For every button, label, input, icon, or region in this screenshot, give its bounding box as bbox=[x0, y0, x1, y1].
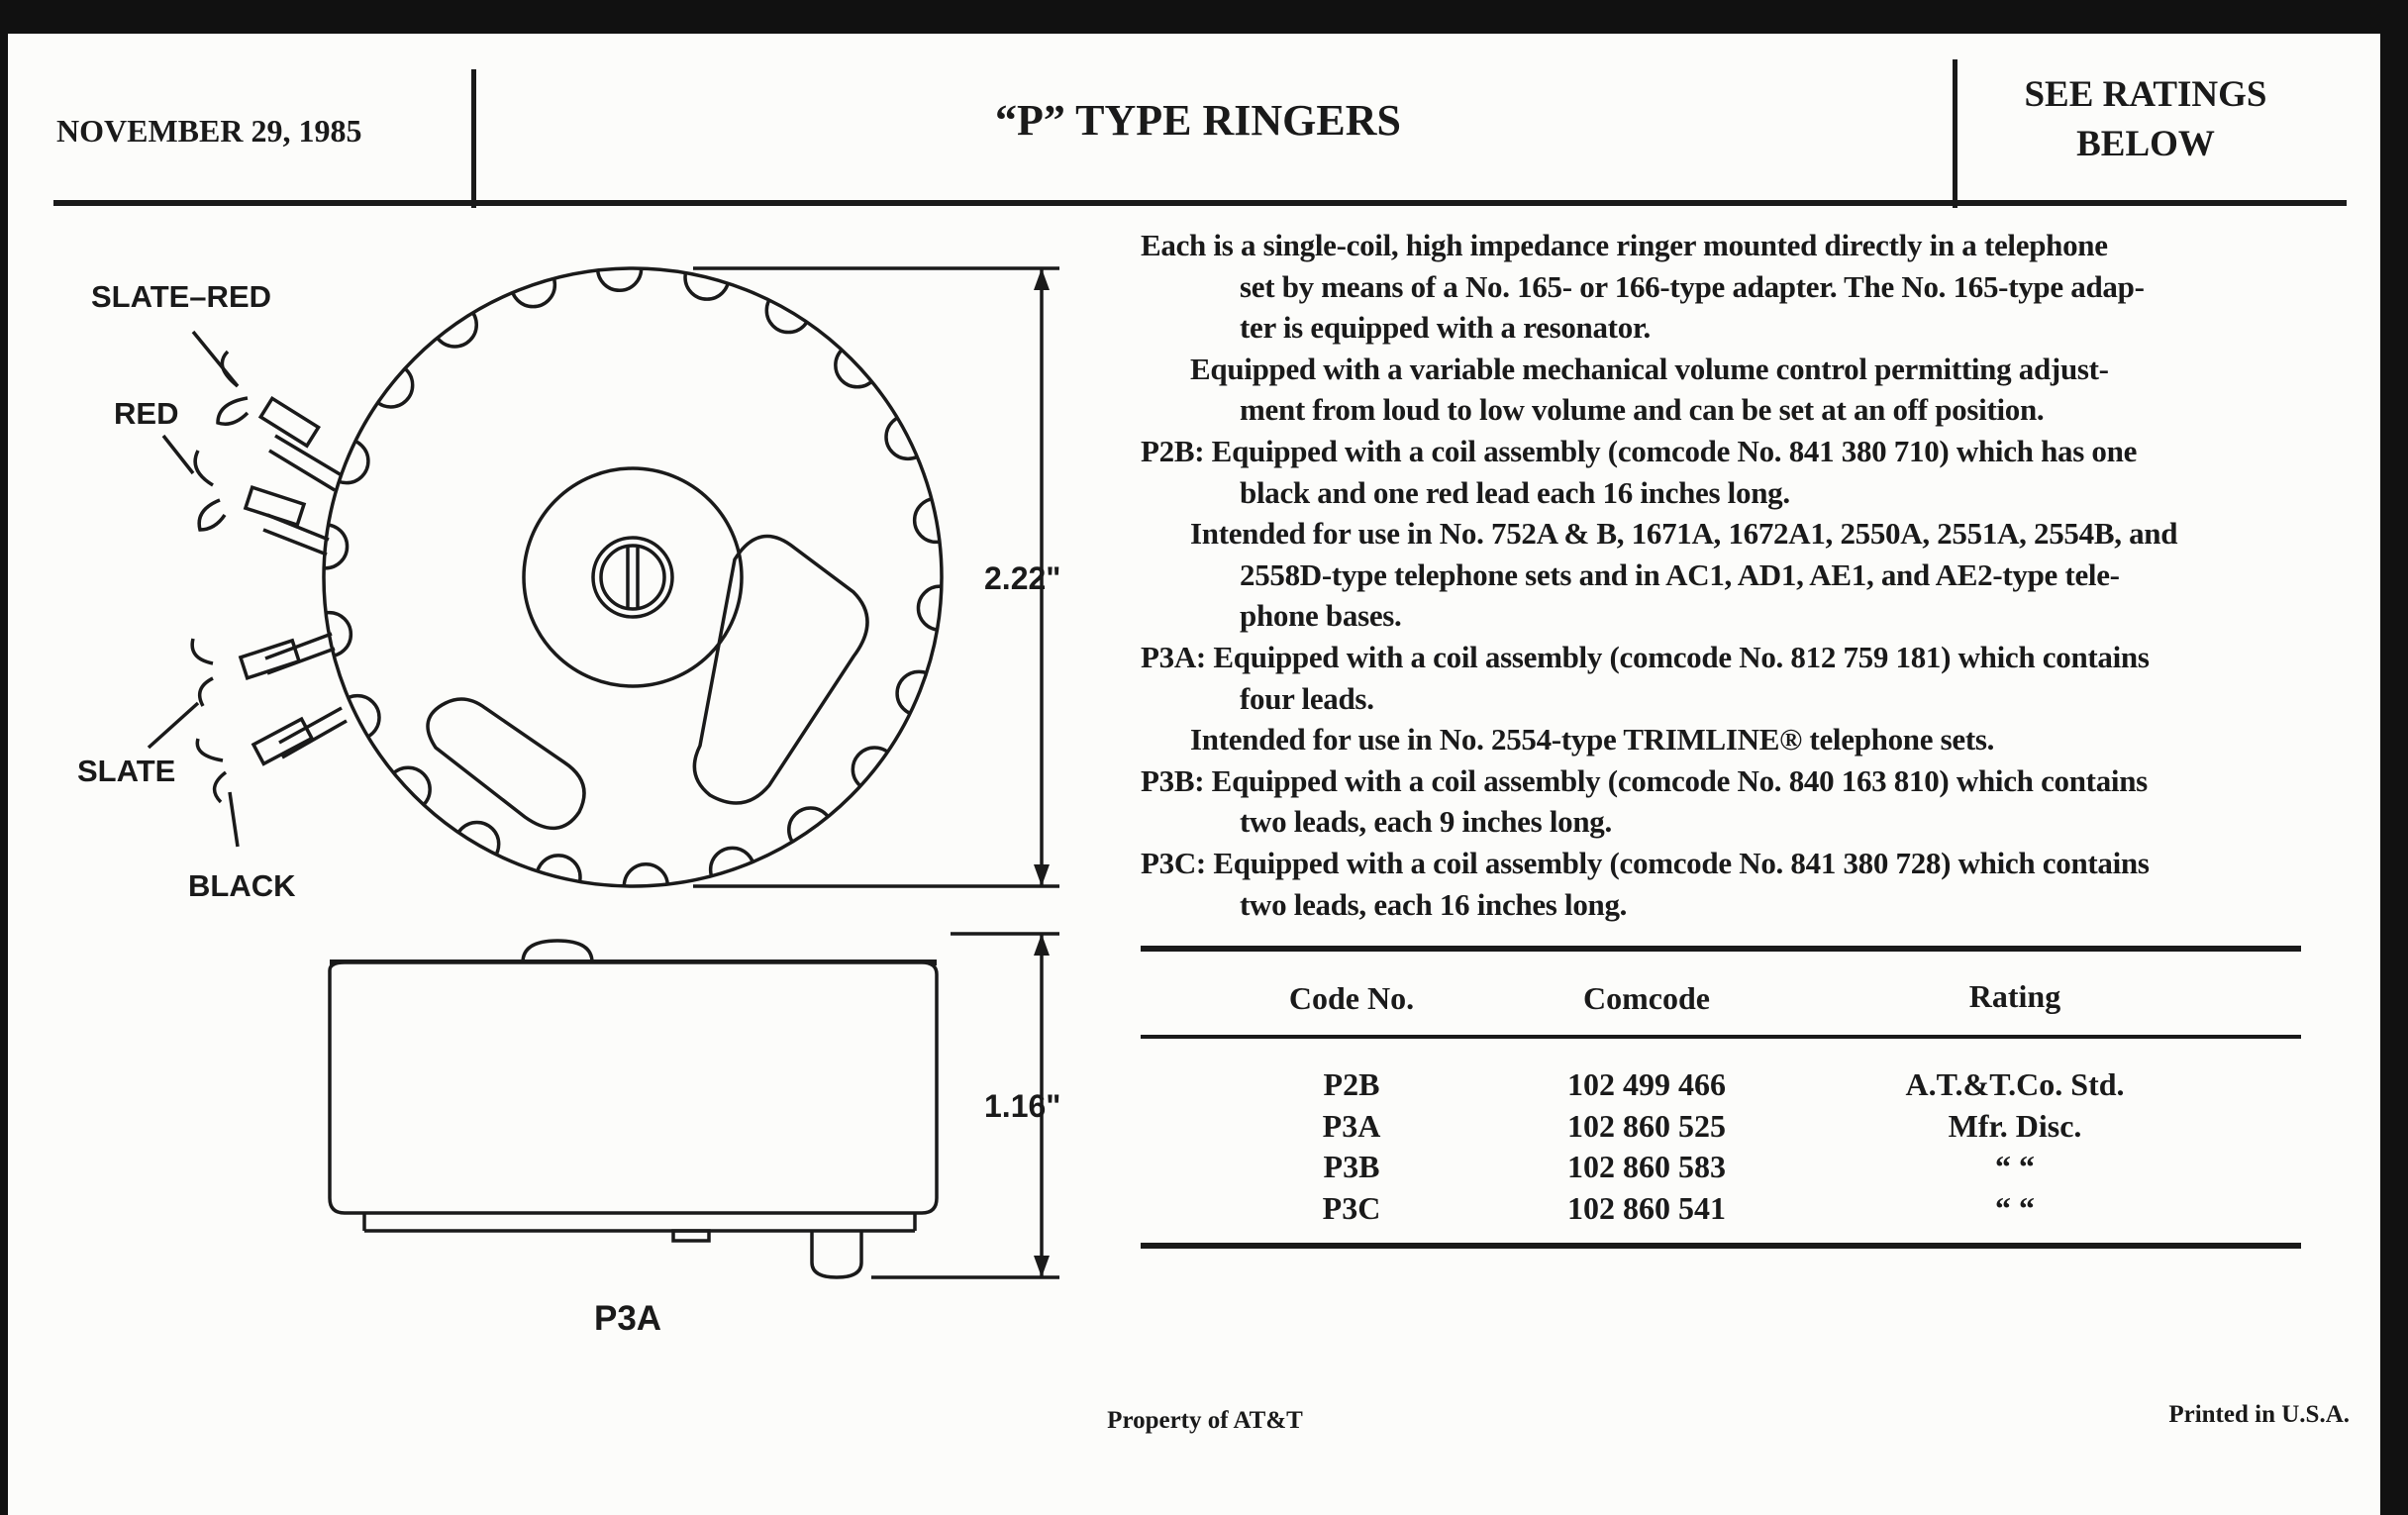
table-cell-code: P3A bbox=[1322, 1107, 1381, 1144]
description-line: P3C: Equipped with a coil assembly (comc… bbox=[1141, 846, 2150, 880]
description-line: four leads. bbox=[1240, 680, 1374, 716]
table-cell-rating: “ “ bbox=[1995, 1149, 2035, 1184]
table-cell-code: P2B bbox=[1323, 1066, 1380, 1102]
table-cell-comcode: 102 860 525 bbox=[1567, 1107, 1726, 1144]
lead-label-black: BLACK bbox=[188, 868, 296, 903]
property-notice: Property of AT&T bbox=[1107, 1407, 1303, 1434]
header-rule bbox=[53, 200, 2347, 206]
dimension-arrows bbox=[1034, 268, 1050, 1277]
table-header-rule bbox=[1141, 1035, 2301, 1039]
table-bottom-rule bbox=[1141, 1243, 2301, 1249]
description-line: black and one red lead each 16 inches lo… bbox=[1240, 474, 1790, 510]
description-line: P3B: Equipped with a coil assembly (comc… bbox=[1141, 762, 2148, 798]
description-line: 2558D-type telephone sets and in AC1, AD… bbox=[1240, 556, 2120, 592]
table-top-rule bbox=[1141, 946, 2301, 952]
screw-head bbox=[521, 939, 594, 963]
description-line: P3A: Equipped with a coil assembly (comc… bbox=[1141, 640, 2150, 674]
description-line: phone bases. bbox=[1240, 598, 1402, 634]
ringer-side-outline bbox=[328, 960, 939, 1215]
description-line: P2B: Equipped with a coil assembly (comc… bbox=[1141, 434, 2138, 468]
description-line: ter is equipped with a resonator. bbox=[1240, 310, 1651, 346]
lead-label-slate: SLATE bbox=[77, 754, 176, 788]
height-dimension: 1.16" bbox=[984, 1088, 1061, 1124]
slot-left bbox=[426, 697, 586, 831]
lead-label-slate-red: SLATE–RED bbox=[91, 279, 272, 314]
lead-wires bbox=[147, 330, 348, 848]
printed-notice: Printed in U.S.A. bbox=[2168, 1401, 2350, 1428]
description-line: ment from loud to low volume and can be … bbox=[1240, 392, 2045, 428]
table-cell-code: P3B bbox=[1323, 1149, 1380, 1184]
ringer-hub bbox=[522, 466, 744, 688]
ratings-note-line2: BELOW bbox=[2076, 124, 2215, 164]
table-cell-comcode: 102 860 583 bbox=[1567, 1149, 1726, 1184]
column-header-comcode: Comcode bbox=[1583, 980, 1710, 1016]
header-divider-left bbox=[471, 69, 476, 208]
table-cell-rating: A.T.&T.Co. Std. bbox=[1905, 1066, 2125, 1102]
description-line: two leads, each 16 inches long. bbox=[1240, 886, 1628, 922]
adjusting-screw bbox=[591, 536, 674, 619]
description-line: Intended for use in No. 2554-type TRIMLI… bbox=[1190, 722, 1995, 758]
description-line: set by means of a No. 165- or 166-type a… bbox=[1240, 268, 2145, 304]
diameter-dimension: 2.22" bbox=[984, 560, 1061, 596]
table-cell-comcode: 102 499 466 bbox=[1567, 1066, 1726, 1102]
description-line: Intended for use in No. 752A & B, 1671A,… bbox=[1190, 516, 2178, 552]
sheet-date: NOVEMBER 29, 1985 bbox=[56, 113, 362, 149]
header-divider-right bbox=[1953, 59, 1957, 208]
description-line: two leads, each 9 inches long. bbox=[1240, 804, 1612, 840]
description-line: Each is a single-coil, high impedance ri… bbox=[1141, 228, 2108, 262]
ringer-top-outline bbox=[322, 266, 944, 888]
table-cell-rating: Mfr. Disc. bbox=[1948, 1107, 2082, 1144]
table-cell-code: P3C bbox=[1322, 1189, 1381, 1226]
column-header-code: Code No. bbox=[1288, 980, 1415, 1016]
column-header-rating: Rating bbox=[1968, 978, 2061, 1014]
table-cell-comcode: 102 860 541 bbox=[1567, 1189, 1726, 1226]
figure-caption: P3A bbox=[594, 1299, 662, 1338]
page-title: “P” TYPE RINGERS bbox=[995, 96, 1401, 145]
table-cell-rating: “ “ bbox=[1995, 1189, 2035, 1226]
ratings-note-line1: SEE RATINGS bbox=[2024, 74, 2267, 115]
slot-right bbox=[692, 534, 869, 805]
lead-label-red: RED bbox=[114, 396, 179, 431]
description-line: Equipped with a variable mechanical volu… bbox=[1190, 351, 2109, 386]
